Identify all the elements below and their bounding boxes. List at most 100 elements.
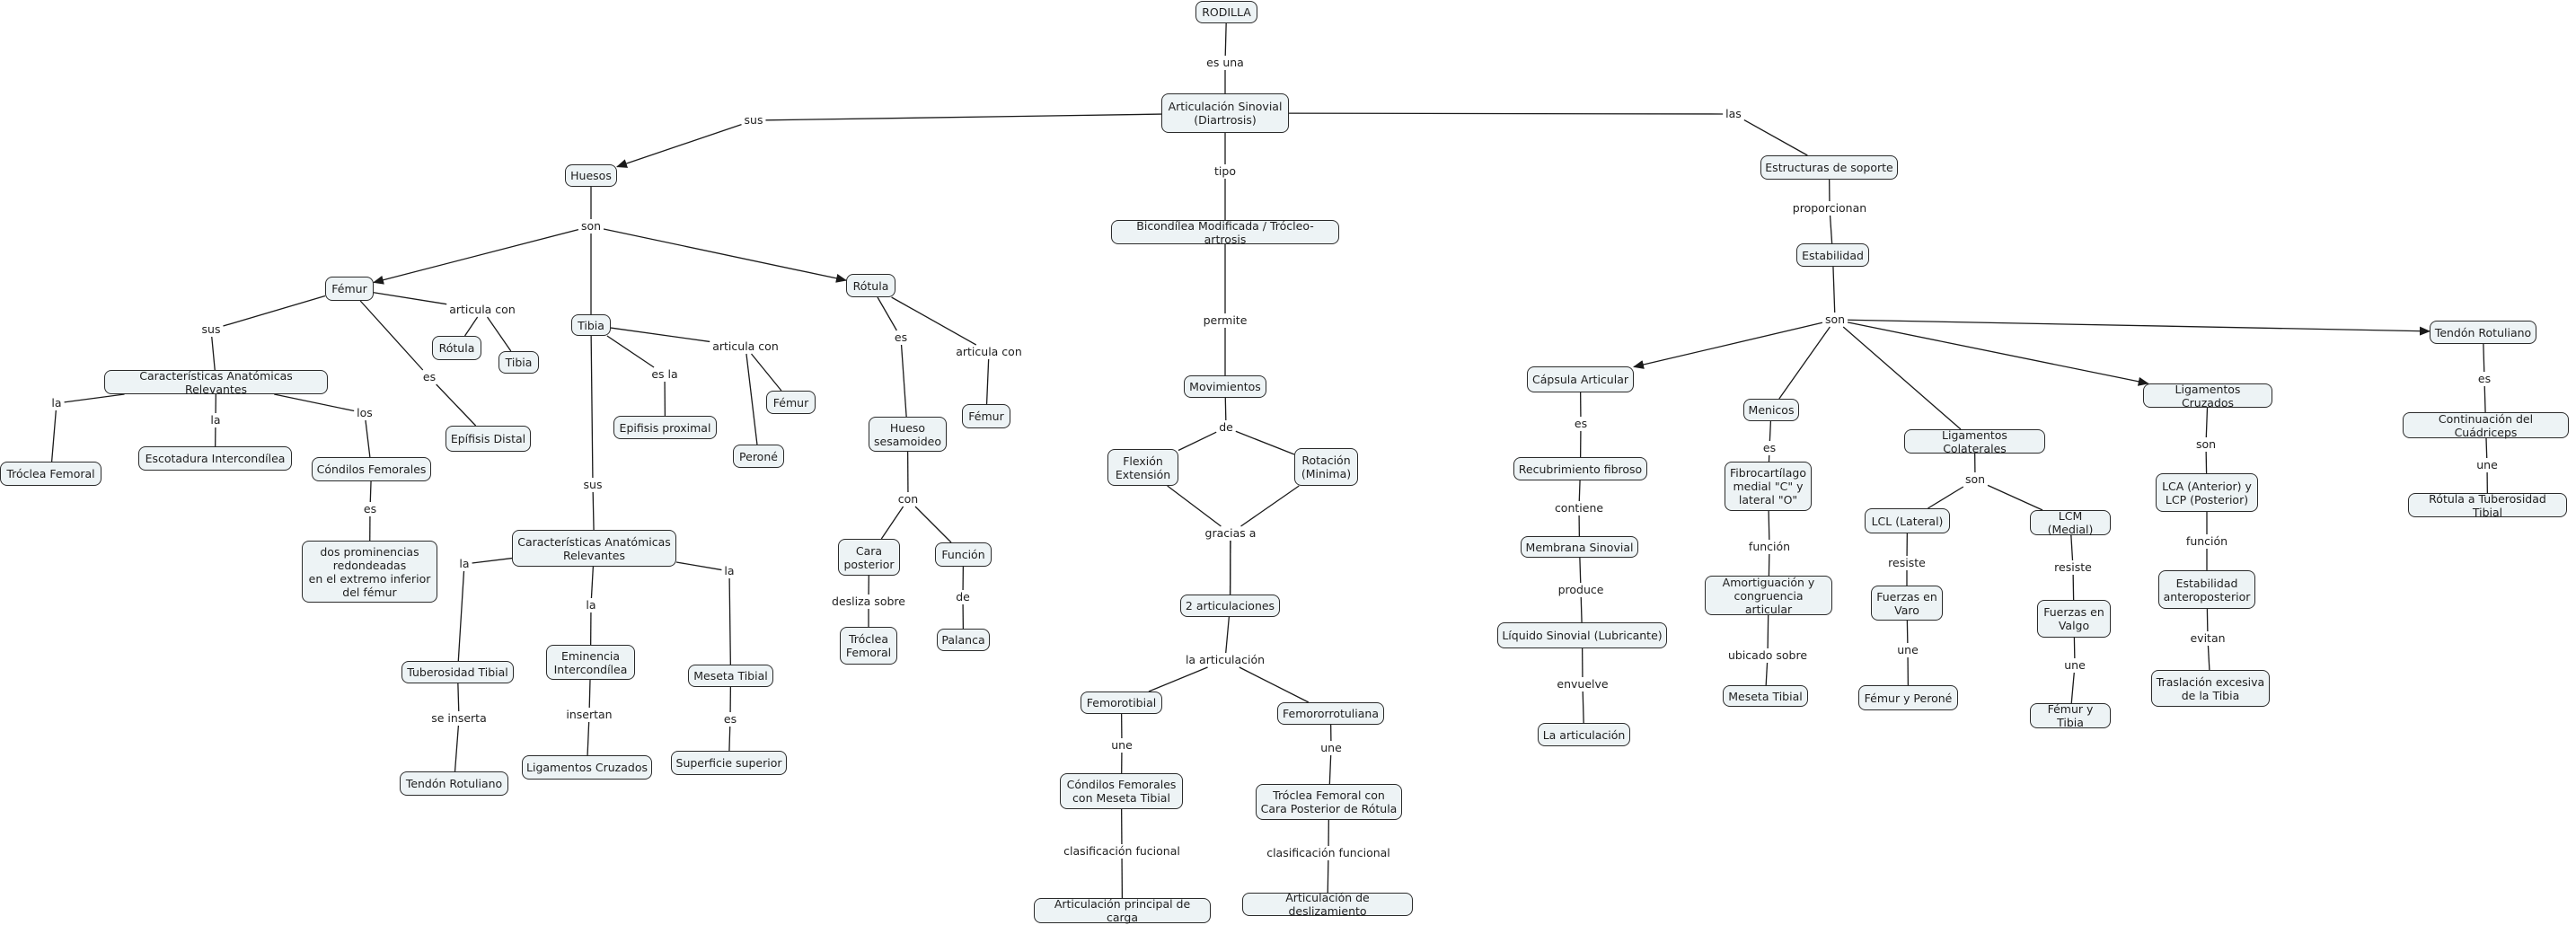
- link-label-evitan: evitan: [2189, 631, 2227, 645]
- concept-node-rodilla[interactable]: RODILLA: [1195, 1, 1257, 23]
- concept-node-lig-cruz-r[interactable]: Ligamentos Cruzados: [2143, 383, 2272, 410]
- concept-node-estab-ap[interactable]: Estabilidad anteroposterior: [2158, 570, 2255, 609]
- concept-node-art-sinovial[interactable]: Articulación Sinovial (Diartrosis): [1161, 93, 1289, 133]
- concept-node-flexion[interactable]: Flexión Extensión: [1107, 449, 1178, 486]
- concept-node-amortiguacion[interactable]: Amortiguación y congruencia articular: [1705, 576, 1832, 616]
- connector-label-to-tendon-l: [454, 725, 460, 772]
- connector-label-to-troclea: [50, 410, 57, 462]
- concept-node-movimientos[interactable]: Movimientos: [1184, 375, 1266, 398]
- connector-label-to-capsula: [1633, 322, 1823, 369]
- connector-label-to-huesos: [616, 123, 742, 168]
- concept-node-dos-art[interactable]: 2 articulaciones: [1180, 595, 1280, 617]
- concept-node-lig-col[interactable]: Ligamentos Colaterales: [1904, 428, 2045, 455]
- connector-rodilla-to-label: [1224, 22, 1227, 57]
- connector-condilos-to-label: [369, 480, 372, 503]
- link-label-femur-sus: sus: [200, 322, 222, 336]
- connector-label-to-tibia-car: [592, 491, 595, 531]
- concept-node-femororrotuliana[interactable]: Femororrotuliana: [1277, 702, 1384, 725]
- link-label-une-ft: une: [1110, 738, 1134, 752]
- link-label-une-fr: une: [1319, 741, 1343, 754]
- concept-node-membrana[interactable]: Membrana Sinovial: [1521, 536, 1638, 558]
- concept-node-meseta[interactable]: Meseta Tibial: [688, 665, 773, 687]
- concept-node-rotula[interactable]: Rótula: [846, 274, 895, 297]
- concept-node-menicos[interactable]: Menicos: [1743, 399, 1799, 421]
- link-label-tibia-sus: sus: [582, 478, 604, 491]
- concept-node-recubrimiento[interactable]: Recubrimiento fibroso: [1513, 457, 1647, 480]
- concept-node-superficie[interactable]: Superficie superior: [671, 751, 787, 775]
- concept-node-tibia[interactable]: Tibia: [571, 314, 611, 336]
- link-label-funcion-de: de: [955, 590, 971, 603]
- connector-flexion-to-label: [1167, 485, 1222, 527]
- concept-node-continuacion[interactable]: Continuación del Cuádriceps: [2403, 412, 2569, 439]
- link-label-se-inserta: se inserta: [430, 711, 488, 725]
- connector-label-to-lcl: [1928, 486, 1964, 509]
- concept-node-cara-post[interactable]: Cara posterior: [838, 539, 900, 576]
- concept-node-traslacion[interactable]: Traslación excesiva de la Tibia: [2151, 670, 2270, 707]
- concept-node-femur-car[interactable]: Características Anatómicas Relevantes: [104, 369, 328, 396]
- concept-node-tibia-car[interactable]: Características Anatómicas Relevantes: [512, 530, 676, 567]
- concept-node-tuberosidad[interactable]: Tuberosidad Tibial: [401, 661, 514, 683]
- concept-node-huesos[interactable]: Huesos: [565, 164, 617, 187]
- concept-node-condilos-meseta[interactable]: Cóndilos Femorales con Meseta Tibial: [1060, 773, 1183, 809]
- connector-label-to-sesamoideo: [900, 344, 907, 418]
- link-label-meseta-es: es: [722, 712, 738, 726]
- concept-node-estructuras[interactable]: Estructuras de soporte: [1760, 155, 1898, 180]
- connector-amortiguacion-to-label: [1767, 614, 1769, 649]
- concept-node-art-desliz[interactable]: Articulación de deslizamiento: [1242, 891, 1413, 918]
- concept-node-meseta-r[interactable]: Meseta Tibial: [1723, 685, 1808, 707]
- concept-node-troclea-cara[interactable]: Tróclea Femoral con Cara Posterior de Ró…: [1256, 784, 1402, 820]
- concept-node-rotula-tub[interactable]: Rótula a Tuberosidad Tibial: [2408, 492, 2567, 519]
- concept-node-palanca[interactable]: Palanca: [937, 629, 990, 651]
- concept-node-lcl[interactable]: LCL (Lateral): [1865, 508, 1950, 533]
- connector-label-to-tibia-perone: [745, 353, 758, 445]
- concept-node-funcion[interactable]: Función: [935, 542, 992, 567]
- concept-node-capsula[interactable]: Cápsula Articular: [1527, 366, 1634, 392]
- concept-node-escotadura[interactable]: Escotadura Intercondílea: [138, 446, 292, 471]
- concept-node-estabilidad[interactable]: Estabilidad: [1796, 243, 1869, 267]
- concept-node-liquido[interactable]: Líquido Sinovial (Lubricante): [1497, 622, 1667, 648]
- link-label-tcar-la1: la: [458, 557, 471, 570]
- concept-node-troclea-r[interactable]: Tróclea Femoral: [840, 627, 897, 665]
- concept-node-lca-lcp[interactable]: LCA (Anterior) y LCP (Posterior): [2156, 473, 2258, 512]
- concept-node-valgo[interactable]: Fuerzas en Valgo: [2037, 600, 2111, 638]
- connector-lig-cruz-r-to-label: [2205, 407, 2209, 438]
- concept-node-rotacion[interactable]: Rotación (Minima): [1294, 448, 1358, 486]
- concept-node-femur-tibia-r[interactable]: Fémur y Tibia: [2030, 702, 2111, 729]
- concept-node-eminencia[interactable]: Eminencia Intercondílea: [546, 645, 635, 680]
- concept-node-rotula-femur[interactable]: Fémur: [962, 404, 1010, 428]
- concept-node-la-art[interactable]: La articulación: [1538, 723, 1630, 746]
- connector-femur-to-label: [373, 292, 447, 305]
- link-label-tendon-une: une: [2475, 458, 2499, 471]
- concept-node-lcm[interactable]: LCM (Medial): [2030, 509, 2111, 536]
- concept-node-femur[interactable]: Fémur: [325, 277, 374, 301]
- concept-node-femur-perone[interactable]: Fémur y Peroné: [1858, 685, 1958, 710]
- connector-label-to-rotula: [603, 228, 847, 283]
- concept-node-sesamoideo[interactable]: Hueso sesamoideo: [869, 417, 947, 452]
- concept-node-tibia-perone[interactable]: Peroné: [733, 445, 784, 468]
- connector-rotacion-to-label: [1240, 485, 1300, 527]
- connector-rotula-to-label: [877, 296, 897, 331]
- connector-label-to-superficie: [728, 726, 731, 752]
- connector-label-to-continuacion: [2483, 385, 2486, 413]
- concept-node-varo[interactable]: Fuerzas en Varo: [1871, 586, 1943, 621]
- link-label-car-la1: la: [50, 396, 63, 410]
- concept-node-femorotibial[interactable]: Femorotibial: [1081, 692, 1162, 714]
- concept-node-bicondilea[interactable]: Bicondílea Modificada / Trócleo-artrosis: [1111, 219, 1339, 246]
- concept-node-femur-rotula[interactable]: Rótula: [432, 336, 481, 360]
- concept-node-art-carga[interactable]: Articulación principal de carga: [1034, 897, 1211, 924]
- link-label-rotula-articula: articula con: [955, 345, 1023, 358]
- connector-label-to-femur-tibia: [487, 316, 512, 352]
- concept-node-tibia-epifisis[interactable]: Epifisis proximal: [613, 416, 717, 439]
- concept-node-tendon-r[interactable]: Tendón Rotuliano: [2430, 321, 2536, 344]
- connector-art-sinovial-to-label: [765, 113, 1162, 121]
- concept-node-femur-tibia[interactable]: Tibia: [498, 351, 539, 374]
- concept-node-tendon-l[interactable]: Tendón Rotuliano: [400, 771, 508, 796]
- concept-node-fibrocart[interactable]: Fibrocartílago medial "C" y lateral "O": [1725, 462, 1812, 511]
- concept-node-troclea[interactable]: Tróclea Femoral: [0, 462, 101, 486]
- concept-node-tibia-femur[interactable]: Fémur: [766, 391, 816, 414]
- concept-node-condilos[interactable]: Cóndilos Femorales: [312, 457, 431, 481]
- concept-node-femur-epifisis[interactable]: Epífisis Distal: [446, 426, 531, 452]
- concept-node-lig-cruz-l[interactable]: Ligamentos Cruzados: [522, 755, 652, 780]
- concept-node-prominencias[interactable]: dos prominencias redondeadas en el extre…: [302, 541, 437, 603]
- connector-dos-art-to-label: [1225, 616, 1231, 654]
